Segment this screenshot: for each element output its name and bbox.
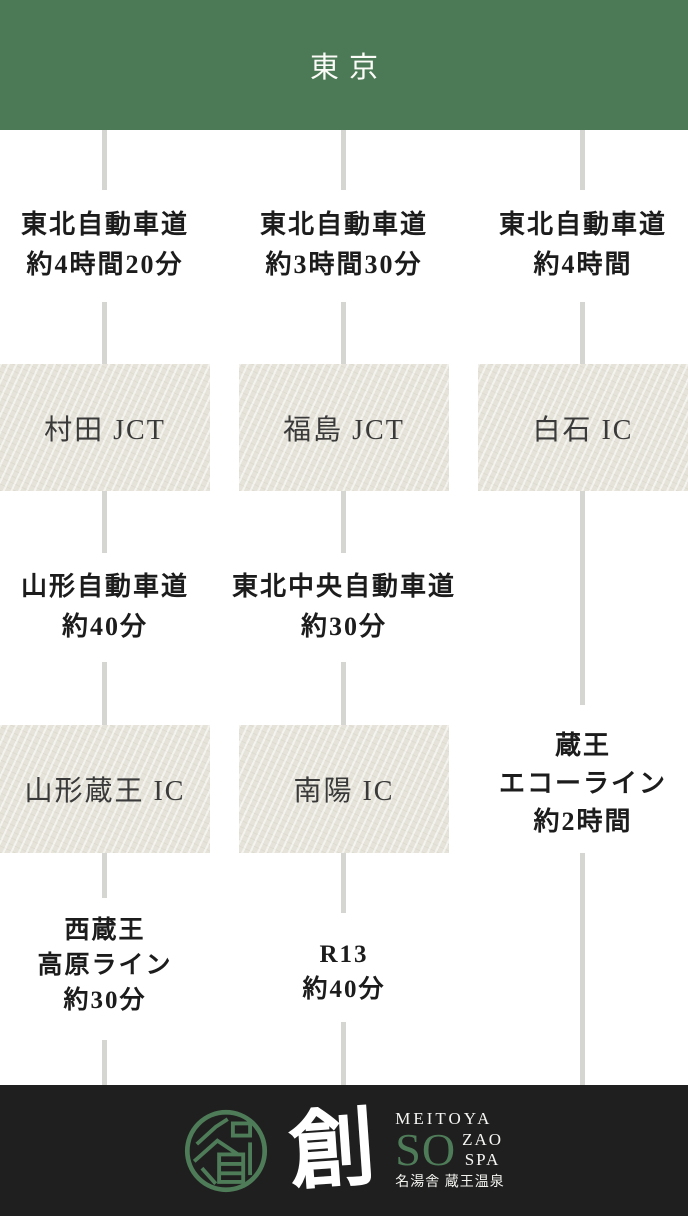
leg-road-name: 東北自動車道: [259, 210, 428, 239]
brand-tagline: 名湯舎 蔵王温泉: [395, 1175, 505, 1190]
brand-zao-spa: ZAO SPA: [462, 1130, 503, 1170]
brand-wordmark: MEITOYA SO ZAO SPA 名湯舎 蔵王温泉: [395, 1109, 505, 1192]
footer-brand-bar: 創 MEITOYA SO ZAO SPA 名湯舎 蔵王温泉: [0, 1085, 688, 1216]
leg-duration: 約4時間: [533, 250, 633, 279]
leg-road-name: 山形自動車道: [20, 572, 189, 601]
route-connector-line: [102, 130, 107, 190]
leg-tohoku-chuo-expressway: 東北中央自動車道 約30分: [204, 567, 484, 647]
route-connector-line: [341, 302, 346, 364]
node-fukushima-jct: 福島 JCT: [239, 364, 449, 491]
brand-spa: SPA: [464, 1150, 501, 1169]
route-connector-line: [580, 302, 585, 364]
node-label: 白石 IC: [532, 414, 634, 446]
leg-tohoku-expressway-fukushima: 東北自動車道 約3時間30分: [204, 205, 484, 285]
leg-duration: 約3時間30分: [265, 250, 423, 279]
leg-duration: 約40分: [302, 976, 386, 1003]
node-shiroishi-ic: 白石 IC: [478, 364, 688, 491]
node-label: 福島 JCT: [283, 414, 405, 446]
route-connector-line: [341, 853, 346, 913]
leg-duration: 約2時間: [533, 807, 633, 836]
route-connector-line: [341, 491, 346, 553]
node-label: 村田 JCT: [44, 414, 166, 446]
brand-name: MEITOYA: [395, 1109, 493, 1128]
leg-zao-echo-line: 蔵王 エコーライン 約2時間: [443, 727, 688, 841]
leg-yamagata-expressway: 山形自動車道 約40分: [0, 567, 245, 647]
brand-so: SO: [395, 1124, 457, 1175]
node-label: 山形蔵王 IC: [24, 776, 186, 807]
leg-duration: 約30分: [300, 612, 387, 641]
leg-tohoku-expressway-shiroishi: 東北自動車道 約4時間: [443, 205, 688, 285]
leg-road-name: 東北自動車道: [498, 210, 667, 239]
leg-tohoku-expressway-murata: 東北自動車道 約4時間20分: [0, 205, 245, 285]
node-label: 南陽 IC: [293, 776, 395, 807]
onsen-seal-emblem-icon: [185, 1109, 268, 1192]
route-connector-line: [341, 1022, 346, 1085]
leg-duration: 約40分: [61, 612, 148, 641]
route-connector-line: [102, 1040, 107, 1085]
leg-road-name: エコーライン: [498, 769, 667, 798]
brand-logo: 創 MEITOYA SO ZAO SPA 名湯舎 蔵王温泉: [183, 1098, 505, 1201]
node-nanyo-ic: 南陽 IC: [239, 725, 449, 853]
route-connector-line: [102, 491, 107, 553]
brand-zao: ZAO: [462, 1130, 504, 1149]
leg-road-name: 東北中央自動車道: [231, 572, 456, 601]
origin-label: 東京: [309, 52, 388, 84]
leg-road-name: R13: [319, 941, 369, 968]
route-connector-line: [102, 853, 107, 898]
route-connector-line: [102, 302, 107, 364]
logo-kanji-so: 創: [285, 1098, 379, 1201]
leg-duration: 約30分: [63, 987, 147, 1014]
brand-mid-row: SO ZAO SPA: [395, 1124, 503, 1175]
leg-route-13: R13 約40分: [204, 937, 484, 1007]
leg-road-name: 西蔵王: [64, 917, 146, 944]
route-connector-line: [341, 662, 346, 725]
node-murata-jct: 村田 JCT: [0, 364, 210, 491]
route-connector-line: [580, 130, 585, 190]
leg-road-name: 東北自動車道: [20, 210, 189, 239]
route-connector-line: [580, 491, 585, 705]
leg-duration: 約4時間20分: [26, 250, 184, 279]
leg-road-name: 高原ライン: [37, 952, 173, 979]
node-yamagata-zao-ic: 山形蔵王 IC: [0, 725, 210, 853]
route-connector-line: [102, 662, 107, 725]
origin-header: 東京: [0, 0, 688, 130]
leg-nishi-zao-kogen-line: 西蔵王 高原ライン 約30分: [0, 913, 245, 1018]
route-connector-line: [580, 853, 585, 1085]
route-connector-line: [341, 130, 346, 190]
leg-road-name: 蔵王: [554, 731, 611, 760]
